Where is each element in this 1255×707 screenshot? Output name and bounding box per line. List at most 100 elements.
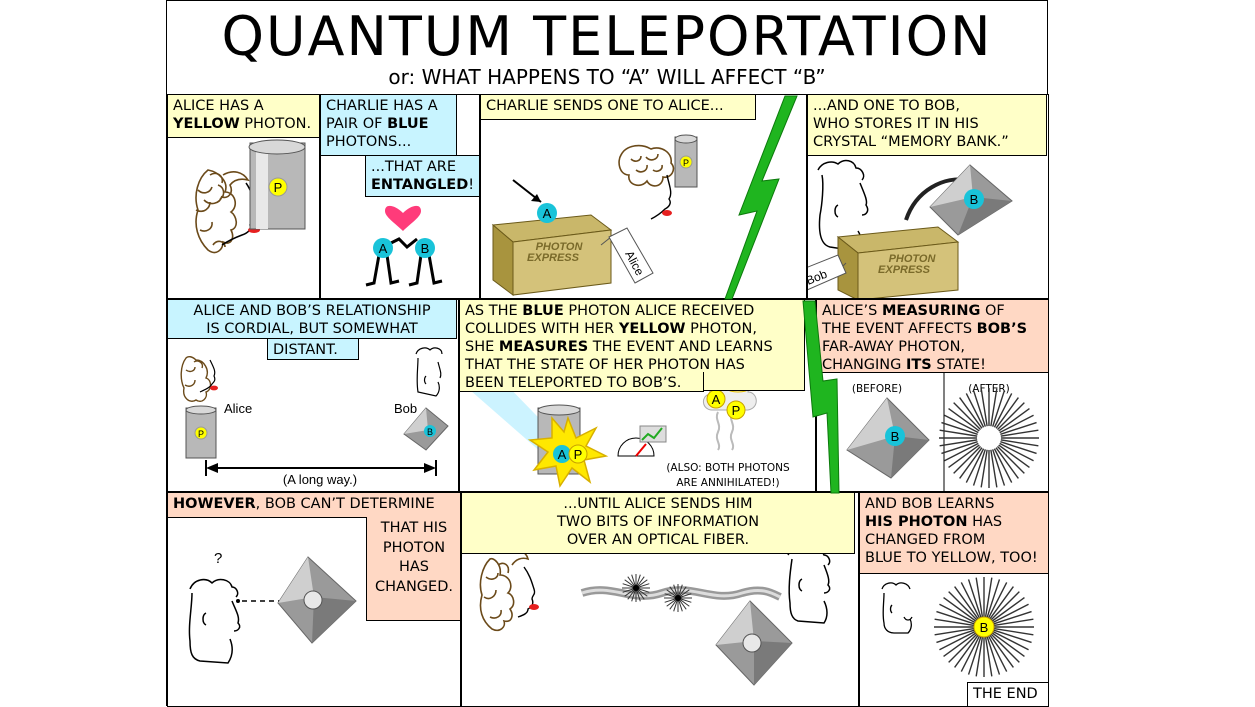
bob-cant-determine-drawing: ? [188, 550, 357, 664]
caption-text: PHOTON, [685, 321, 757, 337]
caption-text: OF [980, 303, 1005, 319]
caption-text: STATE! [931, 357, 986, 373]
burst-ray [989, 388, 998, 431]
box-label-2: EXPRESS [527, 252, 580, 264]
alice-face-icon [199, 359, 216, 393]
panel-bob-memory-bank: PHOTON EXPRESS Bob B ...AND ONE TO BOB, … [807, 94, 1049, 299]
burst-ray [948, 633, 978, 663]
burst-ray [948, 591, 978, 621]
burst-ray [664, 598, 677, 603]
panel-optical-fiber: ...UNTIL ALICE SENDS HIM TWO BITS OF INF… [461, 492, 859, 707]
burst-ray [622, 583, 635, 588]
optical-fiber-drawing [479, 546, 831, 686]
burst-ray [996, 421, 1037, 437]
photon-b-label: B [427, 427, 433, 437]
caption-text: CHANGING [822, 357, 906, 373]
burst-ray [993, 610, 1032, 625]
panel-charlie-sends-alice: PHOTON EXPRESS A Alice P CHARLIE SENDS O… [480, 94, 807, 299]
burst-ray [992, 603, 1029, 624]
photon-p-ghost-icon [726, 400, 746, 420]
yellow-photon-icon [568, 444, 588, 464]
burst-ray [636, 589, 645, 600]
burst-ray [980, 388, 989, 431]
blue-photon-b-icon [885, 426, 905, 446]
before-after-drawing: (BEFORE) (AFTER) B [846, 372, 1039, 491]
caption-text: PHOTONS... [326, 134, 412, 150]
box-label-1: PHOTON [536, 241, 584, 253]
caption-text: OVER AN OPTICAL FIBER. [566, 532, 750, 548]
caption-bold-word: ENTANGLED [371, 177, 469, 193]
caption-bold-word: YELLOW [173, 116, 240, 132]
caption-bold-word: MEASURES [498, 339, 589, 355]
photon-a-label: A [558, 447, 567, 462]
box-label-1: PHOTON [889, 253, 937, 265]
bit-burst-2-icon [664, 584, 692, 612]
caption-text: ALICE AND BOB’S RELATIONSHIP [193, 303, 431, 319]
shipping-tag-icon: Bob [808, 254, 847, 291]
burst-ray [948, 408, 983, 434]
burst-ray [993, 629, 1032, 644]
burst-ray [972, 390, 988, 431]
burst-ray [996, 438, 1039, 447]
burst-ray [636, 574, 641, 587]
bob-name-label: Bob [394, 401, 417, 416]
burst-ray [624, 579, 635, 588]
annihilated-note-1: (ALSO: BOTH PHOTONS [666, 462, 790, 474]
blue-photon-b-icon [424, 425, 436, 437]
photon-b-label: B [891, 429, 900, 444]
photon-b-label: B [421, 241, 430, 256]
burst-ray [637, 588, 650, 593]
blue-photon-a-icon [553, 445, 571, 463]
alice-hair-icon [180, 355, 212, 402]
caption-text: FAR-AWAY PHOTON, [822, 339, 966, 355]
burst-ray [996, 429, 1039, 438]
burst-ray [631, 589, 636, 602]
starburst-icon [939, 388, 1039, 488]
caption-alice-has-yellow: ALICE HAS A YELLOW PHOTON. [168, 95, 319, 138]
alice-lips-icon [529, 604, 539, 610]
burst-ray [666, 598, 677, 607]
blue-photon-b-icon [964, 189, 984, 209]
entangled-photons-drawing: A B [365, 205, 443, 287]
caption-until-alice-sends: ...UNTIL ALICE SENDS HIM TWO BITS OF INF… [462, 493, 855, 554]
caption-text: ALICE HAS A [173, 98, 264, 114]
alice-name-label: Alice [224, 401, 252, 416]
burst-ray [679, 593, 692, 598]
burst-ray [624, 588, 635, 597]
alice-with-canister-drawing: P [195, 139, 306, 254]
panel-relationship-distant: P Alice Bob B (A long way.) ALICE AND BO… [167, 299, 459, 492]
caption-bold-word: BLUE [387, 116, 429, 132]
caption-bold-word: ITS [906, 357, 932, 373]
caption-teleported: BEEN TELEPORTED TO BOB’S. [460, 372, 704, 392]
photon-legs-icon [365, 237, 443, 287]
caption-text: CHANGED FROM [865, 532, 986, 548]
burst-ray [989, 445, 998, 488]
burst-ray [678, 599, 687, 610]
yellow-photon-icon [679, 155, 693, 169]
burst-ray [666, 589, 677, 598]
burst-ray [984, 636, 993, 677]
burst-ray [996, 439, 1037, 455]
burst-ray [993, 618, 1034, 627]
burst-ray [636, 589, 641, 602]
photon-b-label: B [970, 192, 979, 207]
burst-ray [993, 397, 1019, 432]
burst-ray [669, 586, 678, 597]
unknown-photon-icon [303, 590, 323, 610]
bob-face-icon [188, 578, 241, 664]
caption-bold-word: BOB’S [976, 321, 1028, 337]
burst-ray [989, 586, 1014, 620]
caption-text: HAS [967, 514, 1003, 530]
burst-ray [948, 442, 983, 468]
burst-ray [995, 441, 1034, 462]
burst-ray [975, 577, 984, 618]
yellow-photon-b-icon [973, 616, 995, 638]
meter-gauge-icon [617, 425, 667, 457]
burst-ray [939, 630, 976, 651]
caption-text: THAT THE STATE OF HER PHOTON HAS [465, 357, 745, 373]
burst-ray [943, 597, 977, 622]
caption-text: THE EVENT AND LEARNS [588, 339, 773, 355]
burst-ray [990, 633, 1020, 663]
photon-a-label: A [543, 206, 552, 221]
caption-text: BLUE TO YELLOW, TOO! [865, 550, 1038, 566]
